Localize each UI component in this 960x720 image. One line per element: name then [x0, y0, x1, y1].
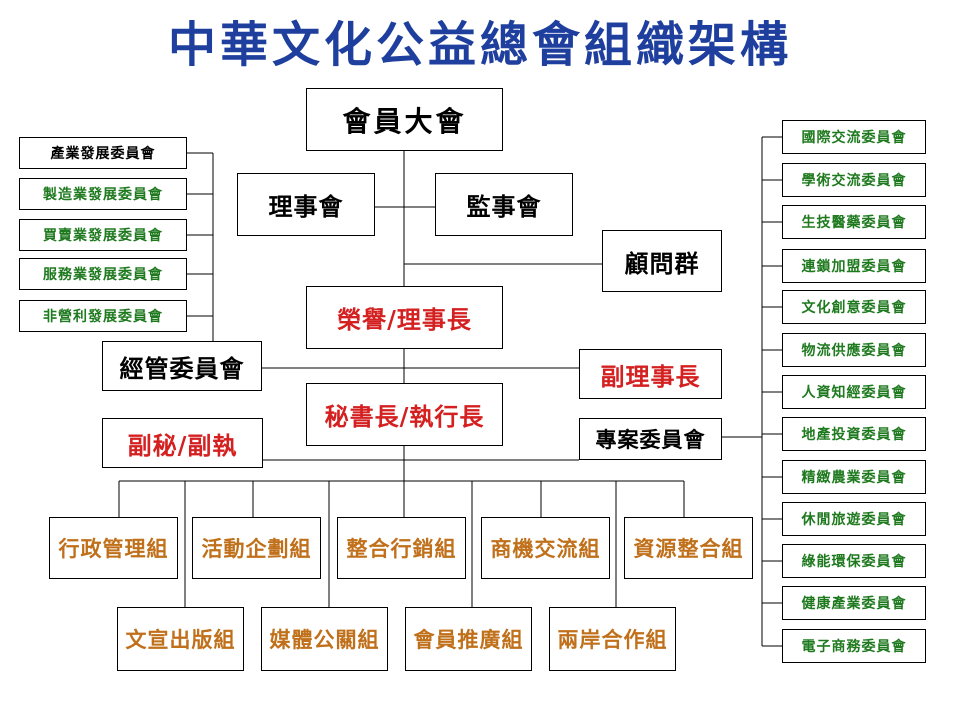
right-committee: 精緻農業委員會 [782, 460, 926, 494]
vice-chairman-box: 副理事長 [579, 349, 722, 399]
assembly-box: 會員大會 [306, 88, 503, 151]
right-committee: 學術交流委員會 [782, 163, 926, 197]
right-committee: 生技醫藥委員會 [782, 205, 926, 239]
right-committee: 文化創意委員會 [782, 290, 926, 324]
left-committee: 非營利發展委員會 [19, 300, 187, 332]
supervisors-box: 監事會 [435, 173, 573, 236]
group-box: 資源整合組 [624, 517, 753, 579]
deputy-box: 副秘/副執 [102, 418, 263, 468]
left-committee: 製造業發展委員會 [19, 178, 187, 210]
chairman-box: 榮譽/理事長 [306, 286, 503, 349]
group-box: 兩岸合作組 [549, 607, 676, 671]
right-committee: 人資知經委員會 [782, 375, 926, 409]
group-box: 會員推廣組 [405, 607, 532, 671]
right-committee: 綠能環保委員會 [782, 544, 926, 578]
advisors-box: 顧問群 [602, 230, 722, 292]
right-committee: 連鎖加盟委員會 [782, 249, 926, 283]
right-committee: 健康產業委員會 [782, 586, 926, 620]
left-committee: 買賣業發展委員會 [19, 219, 187, 251]
right-committee: 休閒旅遊委員會 [782, 502, 926, 536]
group-box: 活動企劃組 [192, 517, 321, 579]
management-box: 經管委員會 [102, 341, 262, 391]
secretary-general-box: 秘書長/執行長 [306, 383, 503, 446]
right-committee: 國際交流委員會 [782, 120, 926, 154]
group-box: 整合行銷組 [337, 517, 466, 579]
right-committee: 地產投資委員會 [782, 417, 926, 451]
group-box: 商機交流組 [481, 517, 610, 579]
board-box: 理事會 [237, 173, 375, 236]
group-box: 文宣出版組 [117, 607, 244, 671]
right-committee: 物流供應委員會 [782, 333, 926, 367]
page-title: 中華文化公益總會組織架構 [167, 17, 792, 73]
left-committee: 服務業發展委員會 [19, 258, 187, 290]
left-committee: 產業發展委員會 [19, 137, 187, 169]
group-box: 媒體公關組 [261, 607, 388, 671]
right-committee: 電子商務委員會 [782, 629, 926, 663]
group-box: 行政管理組 [49, 517, 178, 579]
projects-box: 專案委員會 [579, 418, 722, 460]
